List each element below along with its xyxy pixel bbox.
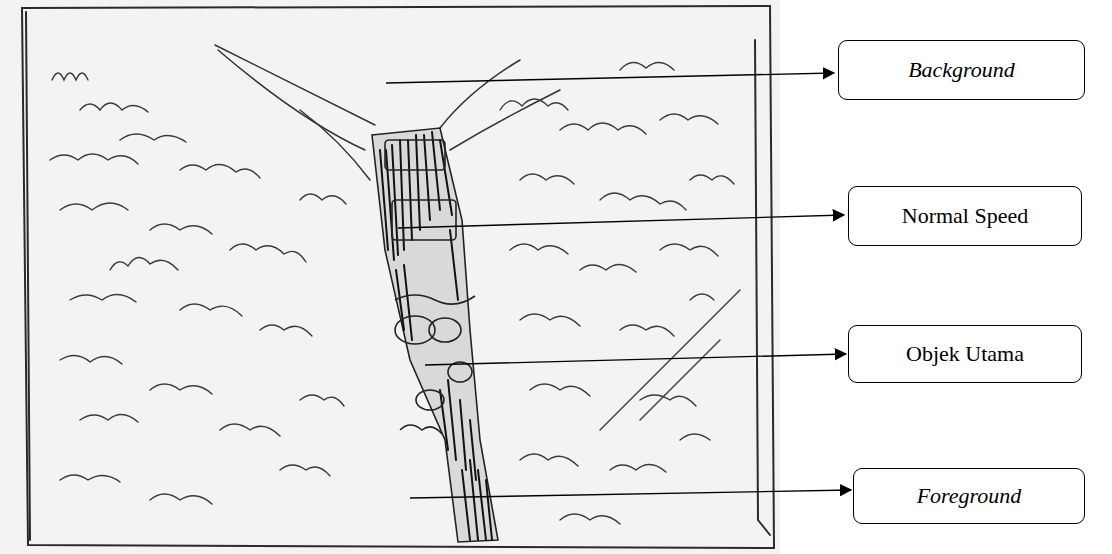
leader-line [425,354,846,365]
label-box: Foreground [853,468,1085,524]
leader-line [410,490,851,498]
label-box: Background [838,40,1085,100]
box-label: Foreground [917,483,1022,508]
box-label: Normal Speed [902,203,1028,228]
leader-line [386,73,834,83]
leader-lines [386,73,851,498]
sketch-frame [22,6,774,548]
waterfall [372,128,498,542]
leader-line [398,215,844,228]
label-box: Normal Speed [848,186,1082,246]
label-box: Objek Utama [848,325,1082,383]
box-label: Background [908,57,1015,82]
box-label: Objek Utama [906,341,1024,366]
